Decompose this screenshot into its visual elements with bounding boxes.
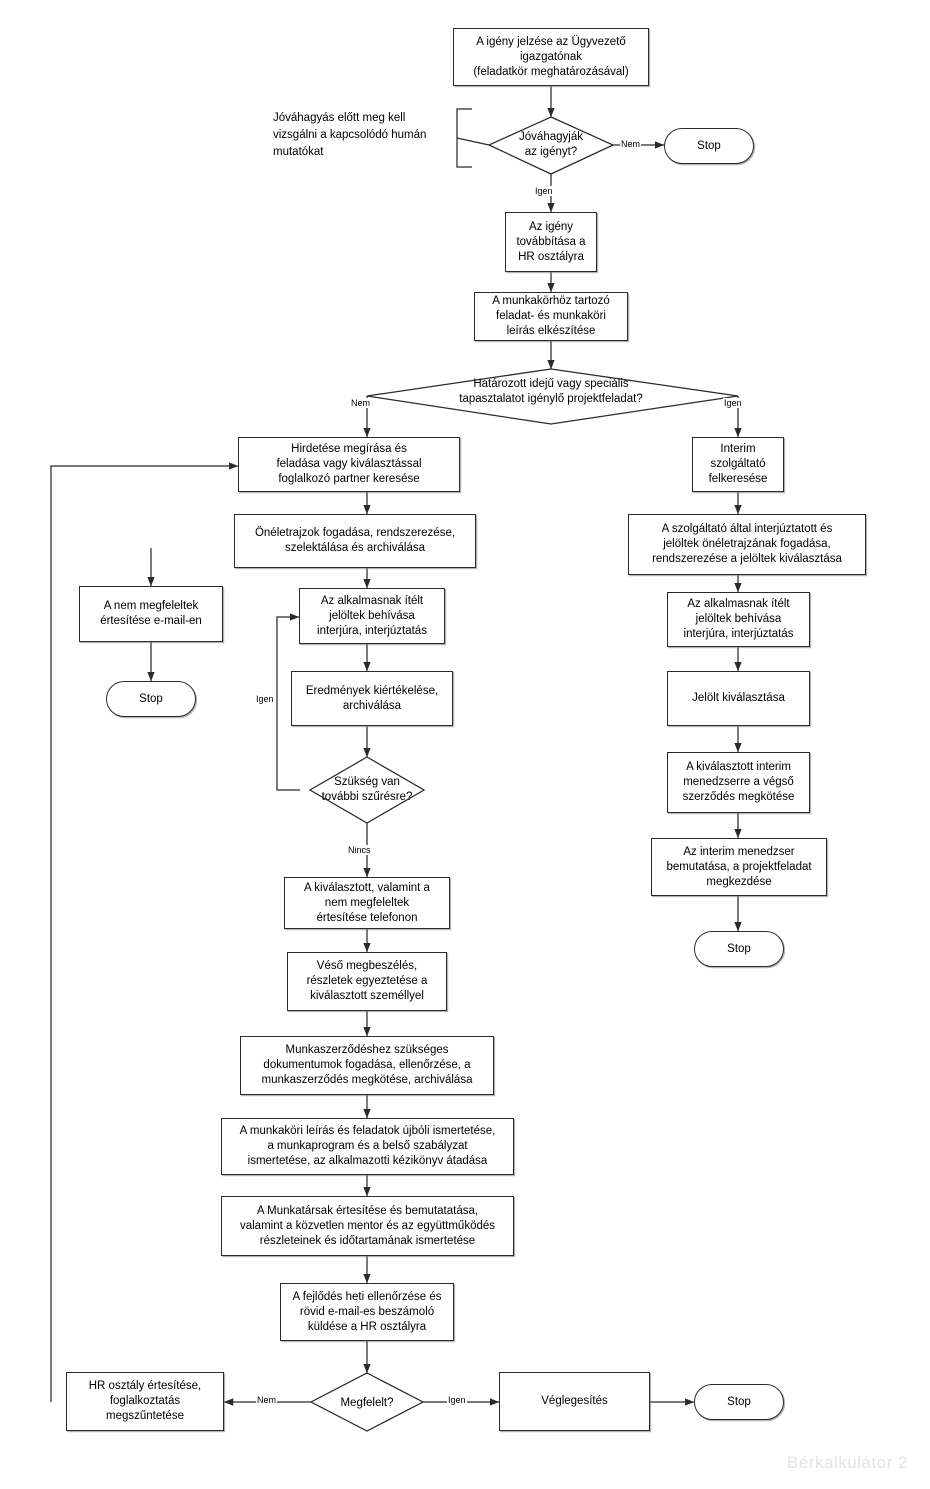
node-re-explain-job[interactable]: A munkaköri leírás és feladatok újbóli i… <box>221 1118 514 1175</box>
edge-label-d4-nem: Nem <box>256 1395 278 1405</box>
watermark-label: Bérkalkulátor 2 <box>787 1453 908 1472</box>
node-notify-by-phone[interactable]: A kiválasztott, valamint a nem megfelelt… <box>284 877 450 929</box>
node-receive-cvs[interactable]: Önéletrajzok fogadása, rendszerezése, sz… <box>234 514 476 568</box>
edge-label-d2-igen: Igen <box>723 398 743 408</box>
node-terminate-employment[interactable]: HR osztály értesítése, foglalkoztatás me… <box>66 1372 224 1431</box>
edge-label-d4-igen: Igen <box>447 1395 467 1405</box>
node-stop-4[interactable]: Stop <box>694 931 784 967</box>
node-introduce-interim[interactable]: Az interim menedzser bemutatása, a proje… <box>651 838 827 896</box>
decision-shape-d2 <box>366 368 739 425</box>
node-request-signal[interactable]: A igény jelzése az Ügyvezető igazgatónak… <box>453 28 649 86</box>
node-final-meeting[interactable]: Véső megbeszélés, részletek egyeztetése … <box>287 952 447 1011</box>
edge-label-d3-igen: Igen <box>255 694 275 704</box>
edge-d3-n7-loop <box>276 613 300 791</box>
edge-label-d1-nem: Nem <box>620 139 642 149</box>
node-contract-documents[interactable]: Munkaszerződéshez szükséges dokumentumok… <box>240 1036 494 1095</box>
node-introduce-colleagues[interactable]: A Munkatársak értesítése és bemutatatása… <box>221 1196 514 1256</box>
node-interim-provider[interactable]: Interim szolgáltató felkeresése <box>692 437 784 492</box>
node-job-description[interactable]: A munkakörhöz tartozó feladat- és munkak… <box>474 292 628 341</box>
node-notify-rejected-email[interactable]: A nem megfeleltek értesítése e-mail-en <box>79 586 223 642</box>
node-weekly-progress-check[interactable]: A fejlődés heti ellenőrzése és rövid e-m… <box>280 1283 454 1341</box>
node-finalize[interactable]: Véglegesítés <box>499 1372 650 1431</box>
node-stop-3[interactable]: Stop <box>694 1384 784 1420</box>
edge-label-d3-nincs: Nincs <box>347 845 372 855</box>
node-invite-to-interview[interactable]: Az alkalmasnak ítélt jelöltek behívása i… <box>299 588 445 644</box>
edge-n15-n4-loop <box>50 462 239 1402</box>
node-interim-contract[interactable]: A kiválasztott interim menedzserre a vég… <box>667 752 810 813</box>
edge-label-d1-igen: Igen <box>534 186 554 196</box>
decision-shape-d1 <box>487 116 615 175</box>
note-connector <box>456 137 490 146</box>
edge-label-d2-nem: Nem <box>350 398 372 408</box>
node-invite-to-interview-right[interactable]: Az alkalmasnak ítélt jelöltek behívása i… <box>667 592 810 647</box>
note-text: Jóváhagyás előtt meg kell vizsgálni a ka… <box>273 112 427 158</box>
node-stop-2[interactable]: Stop <box>106 681 196 717</box>
node-forward-to-hr[interactable]: Az igény továbbítása a HR osztályra <box>505 212 597 272</box>
node-write-advert[interactable]: Hirdetése megírása és feladása vagy kivá… <box>238 437 460 492</box>
decision-shape-d3 <box>308 756 426 824</box>
node-evaluate-results[interactable]: Eredmények kiértékelése, archiválása <box>291 671 453 726</box>
node-select-candidate[interactable]: Jelölt kiválasztása <box>667 671 810 726</box>
node-provider-cvs[interactable]: A szolgáltató által interjúztatott és je… <box>628 514 866 575</box>
node-stop-1[interactable]: Stop <box>664 128 754 164</box>
decision-shape-d4 <box>309 1372 425 1432</box>
